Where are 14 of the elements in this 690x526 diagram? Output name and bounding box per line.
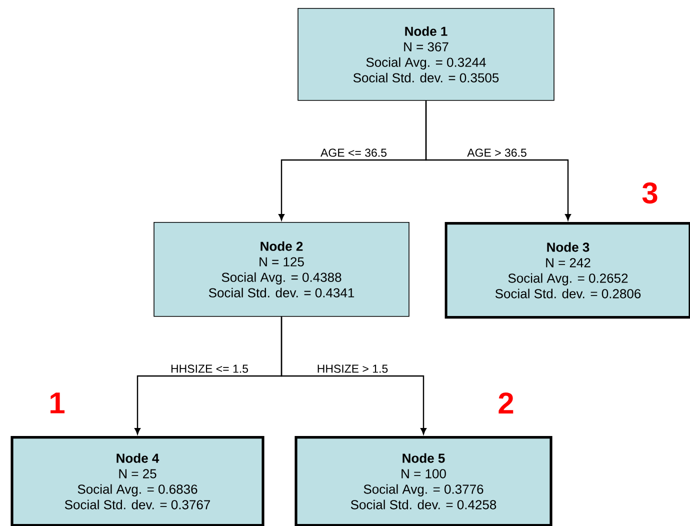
node-box: Node 4 N = 25 Social Avg. = 0.6836 Social Std. dev. = 0.3767 bbox=[10, 436, 264, 526]
node-box: Node 5 N = 100 Social Avg. = 0.3776 Social Std. dev. = 0.4258 bbox=[294, 436, 552, 526]
arrow bbox=[280, 316, 426, 434]
arrow bbox=[425, 100, 571, 220]
node-box: Node 2 N = 125 Social Avg. = 0.4388 Social Std. dev. = 0.4341 bbox=[154, 222, 410, 317]
node-box: Node 3 N = 242 Social Avg. = 0.2652 Social Std. dev. = 0.2806 bbox=[444, 222, 690, 319]
callout-number: 3 bbox=[642, 182, 658, 204]
callout-number: 1 bbox=[50, 392, 65, 414]
edge-label: AGE > 36.5 bbox=[466, 148, 528, 158]
edge-label: HHSIZE > 1.5 bbox=[316, 364, 390, 374]
edge-label: HHSIZE <= 1.5 bbox=[170, 364, 250, 374]
edge-label: AGE <= 36.5 bbox=[320, 148, 388, 158]
callout-number: 2 bbox=[498, 392, 514, 414]
node-box: Node 1 N = 367 Social Avg. = 0.3244 Social Std. dev. = 0.3505 bbox=[298, 8, 554, 101]
